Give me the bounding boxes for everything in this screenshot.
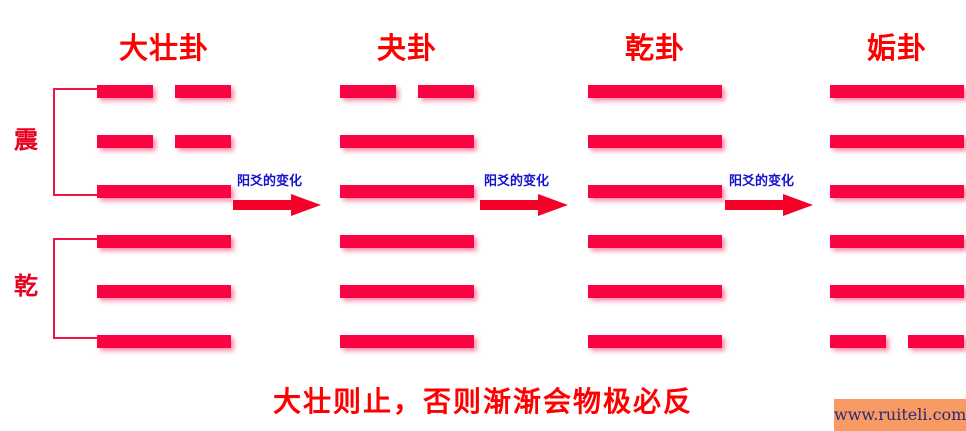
arrow-label: 阳爻的变化 (237, 174, 303, 189)
yang-line (588, 235, 722, 248)
hexagram-da-zhuang: 大壮卦 (97, 0, 237, 370)
yang-line (588, 135, 722, 148)
hexagram-qian: 乾卦 (588, 0, 728, 370)
yang-line (340, 285, 474, 298)
yin-right-segment (908, 335, 964, 348)
hexagram-line-4 (830, 228, 964, 278)
yin-left-segment (97, 85, 153, 98)
hexagram-line-3 (830, 178, 964, 228)
hexagram-line-5 (588, 278, 722, 328)
hexagram-lines (830, 78, 964, 374)
trigram-bracket-upper (53, 88, 100, 196)
hexagram-line-3 (97, 178, 231, 228)
hexagram-line-1 (97, 78, 231, 128)
hexagram-line-2 (340, 128, 474, 178)
hexagram-line-4 (588, 228, 722, 278)
hexagram-line-3 (588, 178, 722, 228)
hexagram-line-2 (830, 128, 964, 178)
hexagram-line-6 (97, 328, 231, 374)
arrow-icon (480, 194, 568, 216)
yang-line (97, 235, 231, 248)
hexagram-lines (340, 78, 474, 374)
yang-line (588, 335, 722, 348)
yang-line (830, 185, 964, 198)
hexagram-line-2 (97, 128, 231, 178)
arrow-label: 阳爻的变化 (484, 174, 550, 189)
hexagram-lines (588, 78, 722, 374)
hexagram-guai: 夬卦 (340, 0, 480, 370)
yang-line (340, 185, 474, 198)
site-watermark: www.ruiteli.com (834, 399, 966, 431)
yang-line (830, 85, 964, 98)
hexagram-title: 夬卦 (376, 31, 437, 65)
hexagram-line-1 (588, 78, 722, 128)
trigram-label-upper: 震 (14, 126, 38, 154)
yang-line (588, 285, 722, 298)
yin-right-segment (418, 85, 474, 98)
yang-line (588, 185, 722, 198)
yang-line (97, 285, 231, 298)
hexagram-line-5 (340, 278, 474, 328)
hexagram-lines (97, 78, 231, 374)
yin-right-segment (175, 85, 231, 98)
diagram-caption: 大壮则止，否则渐渐会物极必反 (272, 385, 693, 418)
yang-line (340, 135, 474, 148)
hexagram-line-4 (97, 228, 231, 278)
hexagram-line-1 (340, 78, 474, 128)
yin-left-segment (97, 135, 153, 148)
yang-line (588, 85, 722, 98)
hexagram-line-5 (97, 278, 231, 328)
yin-right-segment (175, 135, 231, 148)
yang-line (830, 235, 964, 248)
hexagram-line-6 (830, 328, 964, 374)
trigram-label-lower: 乾 (14, 272, 38, 300)
yin-left-segment (340, 85, 396, 98)
yang-line (340, 335, 474, 348)
arrow-label: 阳爻的变化 (729, 174, 795, 189)
hexagram-gou: 姤卦 (830, 0, 966, 370)
hexagram-title: 姤卦 (866, 31, 927, 65)
yang-line (340, 235, 474, 248)
hexagram-line-4 (340, 228, 474, 278)
yang-line (97, 335, 231, 348)
trigram-bracket-lower (53, 238, 100, 339)
yang-line (97, 185, 231, 198)
hexagram-title: 乾卦 (624, 31, 685, 65)
arrow-icon (233, 194, 321, 216)
yang-line (830, 135, 964, 148)
hexagram-line-3 (340, 178, 474, 228)
hexagram-line-5 (830, 278, 964, 328)
hexagram-line-6 (340, 328, 474, 374)
hexagram-line-2 (588, 128, 722, 178)
hexagram-line-6 (588, 328, 722, 374)
arrow-icon (725, 194, 813, 216)
yang-line (830, 285, 964, 298)
hexagram-title: 大壮卦 (118, 31, 209, 65)
yin-left-segment (830, 335, 886, 348)
hexagram-line-1 (830, 78, 964, 128)
